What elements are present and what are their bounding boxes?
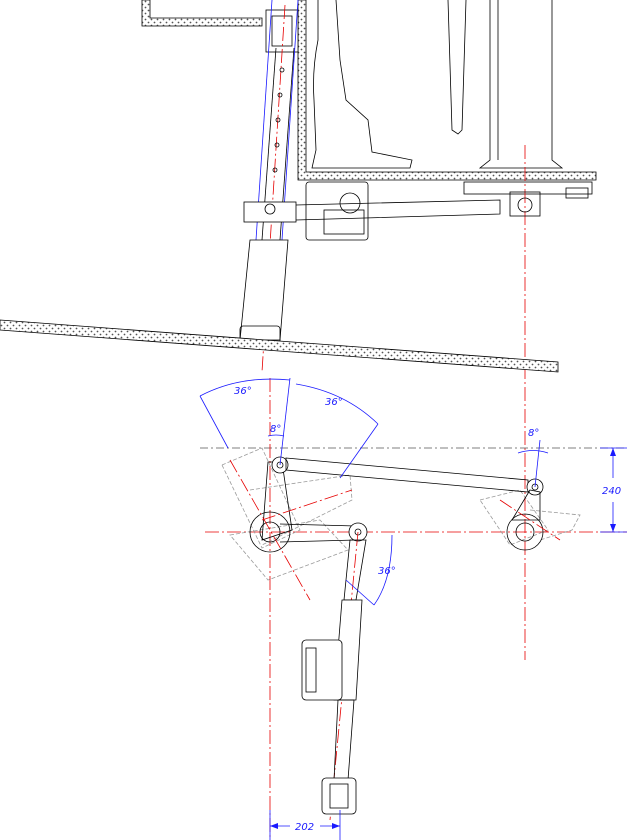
dim-240-arrow-bottom (610, 524, 616, 532)
angle-label-small-left: 8° (270, 424, 281, 435)
cabinet-wall-hatch (297, 0, 597, 181)
leg-motor-detail (305, 647, 317, 693)
base-plate (463, 181, 593, 195)
base-plate-bracket (565, 187, 589, 199)
right-crank-arm (511, 489, 541, 521)
left-crank-arm (261, 461, 293, 541)
link-rod (295, 199, 501, 221)
angle-label-small-right: 8° (528, 428, 539, 439)
motor-wheel (339, 192, 361, 214)
dim-202-arrow-left (270, 823, 278, 829)
angle-label-lower: 36° (378, 566, 396, 577)
pedestal-column (478, 0, 564, 169)
ghost-arm-lower (229, 519, 349, 581)
angle-label-upper-right: 36° (325, 397, 343, 408)
ghost-right-right (529, 509, 581, 541)
dimension-annotations: 36° 36° 8° 8° 36° 240 202 (199, 377, 627, 840)
angle-leader-small-left (279, 377, 291, 466)
blade-outline (447, 0, 467, 135)
mid-clamp-bolt (264, 203, 276, 215)
top-structure (141, 0, 597, 660)
motor-box (323, 209, 365, 235)
dim-240-label: 240 (602, 486, 621, 497)
angle-arc-small-right (517, 450, 549, 454)
right-hub-outer (506, 513, 544, 551)
mid-clamp (243, 201, 297, 223)
angle-leader-upper-right (339, 423, 379, 479)
top-clamp-inner (271, 15, 293, 47)
blue-tube-line-left (255, 0, 273, 241)
dim-240-arrow-top (610, 448, 616, 456)
lower-sleeve (239, 239, 289, 341)
leg-foot (321, 777, 357, 815)
upper-shelf-hatch (141, 0, 263, 27)
angle-leader-upper-left (199, 395, 229, 449)
angle-label-upper-left: 36° (234, 386, 252, 397)
ghost-arm-mid (249, 474, 353, 546)
ghost-centerline-c (499, 499, 561, 541)
right-pivot-top (517, 197, 533, 213)
angle-arc-lower (373, 534, 393, 606)
seated-leg-outline (311, 0, 413, 169)
angle-arc-upper-right (295, 383, 379, 425)
slanted-floor-hatch (0, 319, 559, 373)
leg-lower-section (333, 699, 355, 781)
angle-leader-lower (345, 579, 375, 606)
leg-motor-box (301, 639, 343, 701)
left-hub-inner (259, 521, 281, 543)
angle-arc-small-left (267, 434, 285, 437)
tube-holes (272, 67, 285, 173)
ghost-arm-left (221, 447, 301, 549)
left-hub-outer (249, 511, 291, 553)
ghost-centerline-a (229, 459, 311, 601)
dim-202-label: 202 (295, 822, 314, 833)
blue-tube-line-right (281, 0, 299, 241)
motor-housing (305, 181, 369, 241)
lower-mechanism (200, 378, 627, 840)
top-connecting-rod (285, 457, 529, 493)
leg-upper-section (343, 539, 367, 601)
upper-assembly (239, 0, 541, 373)
ghost-right-left (479, 489, 549, 546)
ghost-centerline-b (261, 489, 353, 521)
angle-arc-upper-left (199, 378, 291, 397)
dim-202-arrow-right (332, 823, 340, 829)
angle-leader-small-right (534, 439, 541, 488)
leg-foot-inner (329, 783, 349, 809)
top-clamp (265, 9, 299, 53)
right-hub-inner (515, 522, 535, 542)
right-pivot-bracket (509, 191, 541, 217)
tube-centerline (261, 4, 286, 373)
